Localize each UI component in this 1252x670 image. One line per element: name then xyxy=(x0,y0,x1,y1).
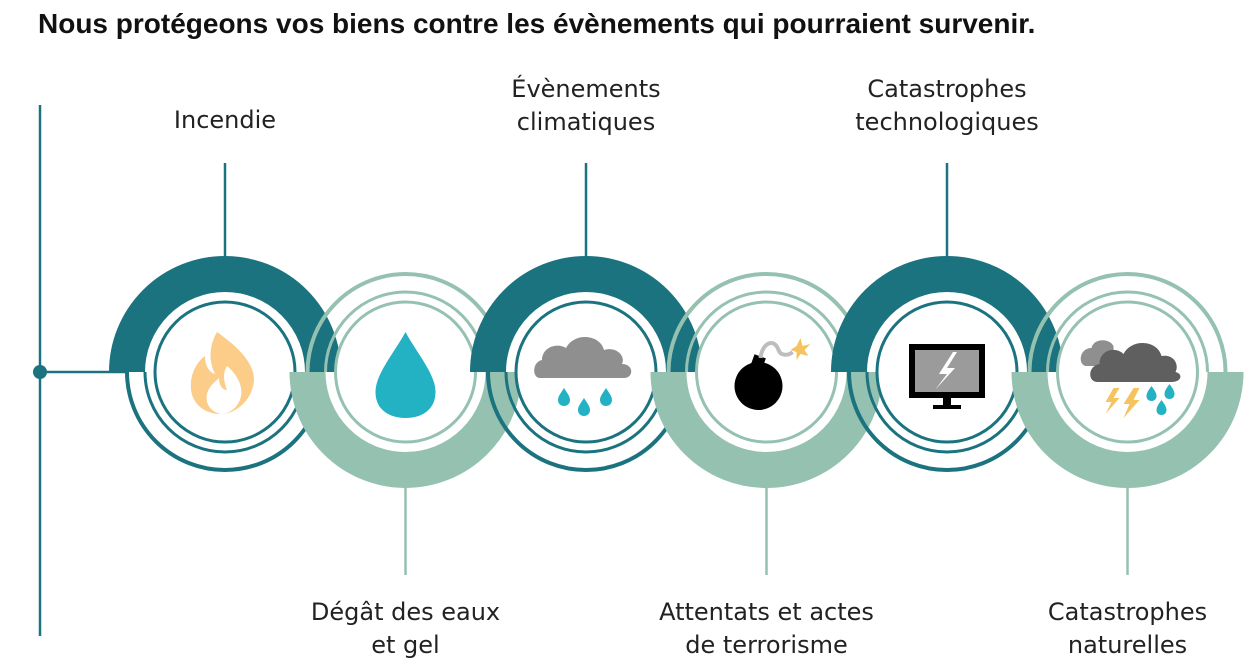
thick-arc xyxy=(650,371,883,488)
thick-arc xyxy=(109,256,341,373)
water-drop-icon xyxy=(375,332,436,418)
event-ring-4 xyxy=(650,272,883,575)
thick-arc xyxy=(470,256,702,373)
event-ring-5 xyxy=(831,163,1063,472)
event-ring-1 xyxy=(109,163,341,472)
inner-thin-arc xyxy=(1046,290,1209,373)
event-label-line: et gel xyxy=(371,631,439,659)
thick-arc xyxy=(289,371,522,488)
event-ring-6 xyxy=(1011,272,1244,575)
timeline-dot xyxy=(33,365,47,379)
event-label-line: technologiques xyxy=(855,108,1038,136)
event-label-line: Attentats et actes xyxy=(659,598,874,626)
event-ring-2 xyxy=(289,272,522,575)
rain-cloud-icon xyxy=(534,336,632,416)
thick-arc xyxy=(831,256,1063,373)
outer-thin-arc xyxy=(1027,272,1228,373)
event-label-line: Dégât des eaux xyxy=(311,598,500,626)
thick-arc xyxy=(1011,371,1244,488)
page-title: Nous protégeons vos biens contre les évè… xyxy=(38,8,1036,39)
bomb-icon xyxy=(734,338,811,410)
event-label-line: Catastrophes xyxy=(867,75,1026,103)
event-label-line: naturelles xyxy=(1068,631,1187,659)
event-ring-3 xyxy=(470,163,702,472)
broken-monitor-icon xyxy=(909,344,985,409)
storm-cloud-icon xyxy=(1080,340,1181,418)
fire-icon xyxy=(190,332,255,414)
event-label-line: Incendie xyxy=(174,106,276,134)
event-label-line: climatiques xyxy=(517,108,655,136)
event-label-line: de terrorisme xyxy=(685,631,847,659)
event-label-line: Catastrophes xyxy=(1048,598,1207,626)
event-label-line: Évènements xyxy=(511,74,660,103)
